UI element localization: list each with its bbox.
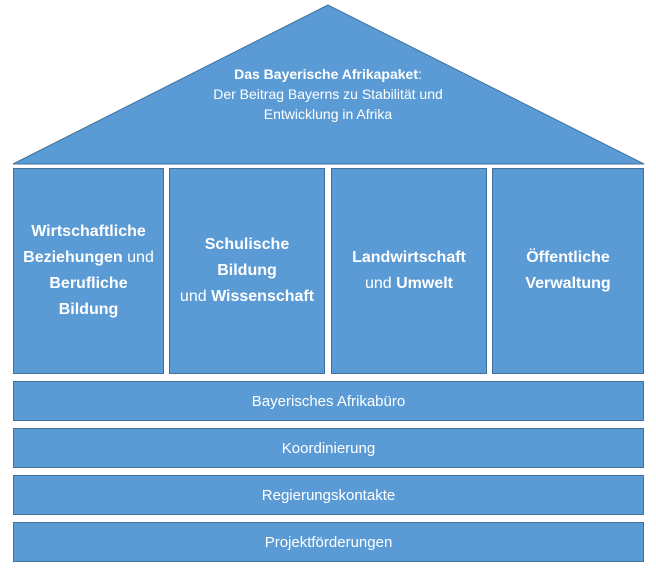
band-koordinierung: Koordinierung: [13, 428, 644, 468]
roof-subtitle-line-1: Der Beitrag Bayerns zu Stabilität und: [213, 86, 443, 102]
band-regierungskontakte-label: Regierungskontakte: [261, 486, 396, 504]
band-projektfoerderungen: Projektförderungen: [13, 522, 644, 562]
band-afrikabuero: Bayerisches Afrikabüro: [13, 381, 644, 421]
pillar-schulische-bildung: Schulische Bildung und Wissenschaft: [169, 168, 325, 374]
pillar-3-line-1: Landwirtschaft: [352, 249, 466, 266]
band-projektfoerderungen-label: Projektförderungen: [264, 533, 393, 551]
roof-subtitle-line-2: Entwicklung in Afrika: [263, 106, 393, 122]
pillar-landwirtschaft: Landwirtschaft und Umwelt: [331, 168, 487, 374]
pillar-3-line-2: und: [364, 275, 397, 292]
pillar-1-line-4: Bildung: [58, 301, 119, 318]
pillar-1-line-1: Wirtschaftliche: [31, 223, 146, 240]
pillar-3-line-2-bold: Umwelt: [396, 275, 454, 292]
pillar-wirtschaft: Wirtschaftliche Beziehungen und Beruflic…: [13, 168, 164, 374]
pillar-4-line-1: Öffentliche: [526, 249, 610, 266]
band-regierungskontakte: Regierungskontakte: [13, 475, 644, 515]
roof-title-colon: :: [418, 66, 422, 82]
roof-label: Das Bayerische Afrikapaket: Der Beitrag …: [150, 64, 506, 124]
pillar-4-line-2: Verwaltung: [525, 275, 611, 292]
roof-title: Das Bayerische Afrikapaket: [234, 66, 419, 82]
pillar-2-line-2: und: [179, 288, 212, 305]
band-afrikabuero-label: Bayerisches Afrikabüro: [251, 392, 406, 410]
pillar-1-line-3: Berufliche: [49, 275, 128, 292]
band-koordinierung-label: Koordinierung: [281, 439, 376, 457]
pillar-verwaltung: Öffentliche Verwaltung: [492, 168, 644, 374]
roof-triangle: [12, 4, 645, 165]
pillar-2-line-2-bold: Wissenschaft: [211, 288, 315, 305]
pillar-1-line-2-bold: Beziehungen: [23, 249, 123, 266]
pillar-2-line-1: Schulische Bildung: [204, 236, 290, 279]
pillar-1-line-2: und: [122, 249, 154, 266]
